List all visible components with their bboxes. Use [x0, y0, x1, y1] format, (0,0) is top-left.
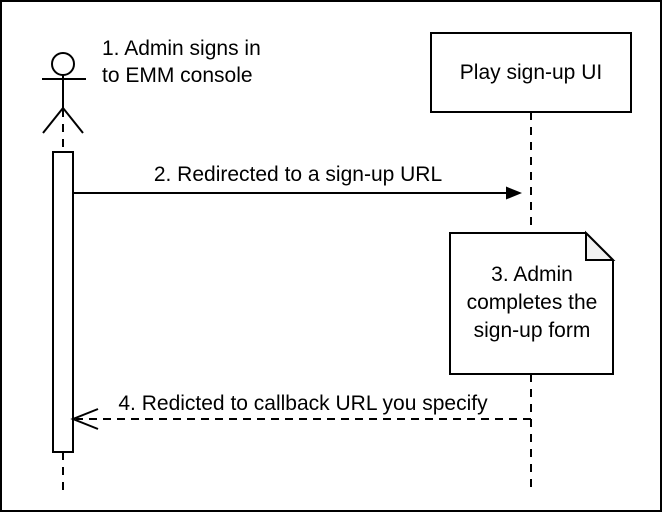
note-label-line2: completes the — [466, 291, 598, 314]
actor-label-line2: to EMM console — [102, 64, 253, 87]
note-label-line1: 3. Admin — [491, 263, 573, 286]
note-label: 3. Admin completes the sign-up form — [451, 261, 613, 345]
message-4-label: 4. Redicted to callback URL you specify — [118, 392, 488, 415]
filled-arrowhead-icon — [506, 186, 522, 200]
open-arrowhead-icon — [70, 408, 99, 430]
participant-label: Play sign-up UI — [431, 33, 631, 112]
actor-label-line1: 1. Admin signs in — [102, 37, 261, 60]
participant-label-text: Play sign-up UI — [459, 61, 603, 84]
note-fold-corner — [585, 230, 616, 261]
note-shape — [449, 230, 616, 375]
actor-stick-figure-icon — [42, 52, 86, 134]
activation-bar — [52, 151, 74, 453]
actor-label: 1. Admin signs in to EMM console — [102, 35, 261, 89]
participant-box — [430, 32, 632, 113]
message-2-label: 2. Redirected to a sign-up URL — [153, 163, 443, 186]
actor-right-leg — [62, 107, 84, 134]
note-label-line3: sign-up form — [473, 319, 591, 342]
message-2-arrow — [73, 186, 522, 200]
actor-head — [51, 52, 75, 76]
message-4-arrow — [70, 408, 531, 430]
actor-left-leg — [42, 107, 64, 134]
